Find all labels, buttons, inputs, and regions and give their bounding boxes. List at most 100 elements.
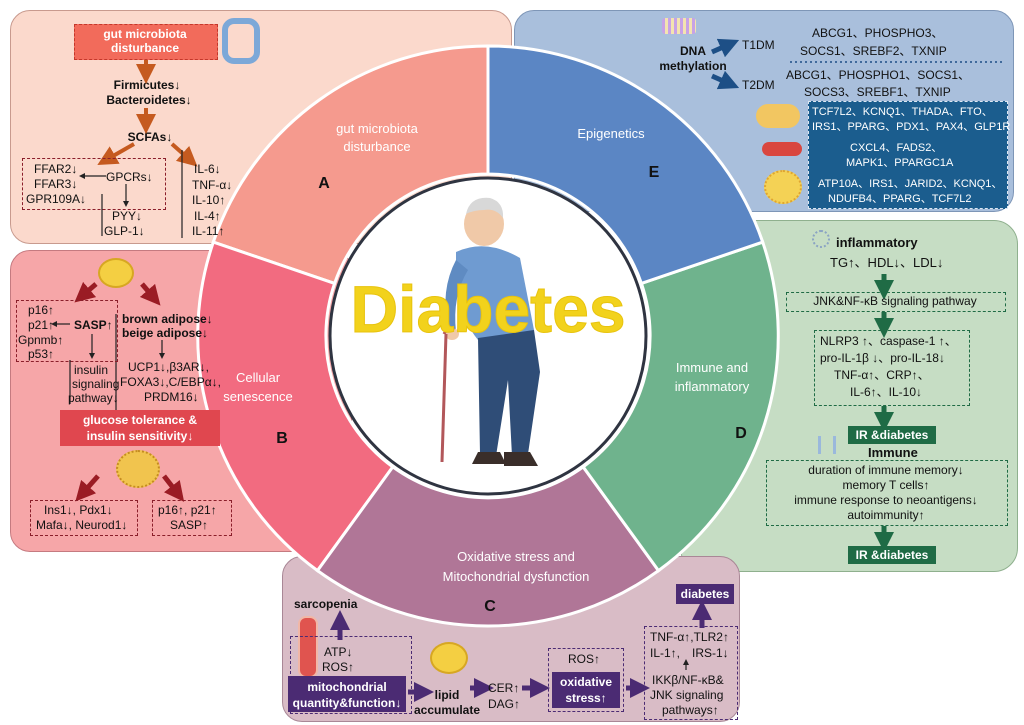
ros-box (548, 648, 624, 712)
sector-gut-label-2: disturbance (343, 139, 410, 154)
ros2-text: ROS↑ (568, 652, 601, 666)
letter-c: C (484, 598, 496, 615)
tissue-genes-box (808, 101, 1008, 209)
gpcrs-text: GPCRs↓ (106, 170, 153, 184)
t1dm-genes-1: ABCG1、PHOSPHO3、 (812, 26, 944, 40)
cytokine-box (814, 330, 970, 406)
sector-epigenetics[interactable] (486, 44, 765, 286)
gpnmb-text: Gpnmb↑ (18, 333, 64, 347)
il4-text: IL-4↑ (194, 209, 221, 223)
glucose-text-2: insulin sensitivity↓ (86, 429, 194, 443)
lipids-text: TG↑、HDL↓、LDL↓ (830, 255, 944, 270)
tnf-crp-text: TNF-α↑、CRP↑、 (834, 368, 930, 382)
sector-immune[interactable] (581, 240, 780, 573)
foxa3-text: FOXA3↓,C/EBPα↓, (120, 375, 221, 389)
sector-senescence-label-2: senescence (223, 389, 292, 404)
oxidative-stress-text-1: oxidative (559, 675, 613, 689)
inflammation-box (644, 626, 738, 720)
p53-text: p53↑ (28, 347, 55, 361)
brown-adipose-text: brown adipose↓ (122, 312, 213, 326)
adipocyte-icon (98, 258, 134, 288)
t1dm-text: T1DM (742, 38, 775, 52)
sector-immune-label-1: Immune and (676, 360, 748, 375)
diabetes-title: Diabetes (350, 272, 625, 346)
sector-oxidative[interactable] (315, 464, 661, 628)
diabetes-box (676, 584, 734, 604)
letter-a: A (318, 175, 330, 192)
sector-gut[interactable] (211, 44, 490, 286)
adipose-genes-2: NDUFB4、PPARG、TCF7L2 (828, 193, 972, 205)
sasp-text: SASP↑ (74, 318, 113, 332)
gut-header-label: gut microbiota disturbance (103, 27, 187, 55)
cer-text: CER↑ (488, 681, 520, 695)
memory-duration-text: duration of immune memory↓ (808, 463, 964, 477)
prdm16-text: PRDM16↓ (144, 390, 199, 404)
jnk-text-2: pathways↑ (662, 703, 719, 717)
autoimmunity-text: autoimmunity↑ (847, 508, 925, 522)
neoantigen-text: immune response to neoantigens↓ (794, 493, 978, 507)
p16-p21-text: p16↑, p21↑ (158, 503, 217, 517)
jnk-box (786, 292, 1006, 312)
jnk-text: JNK&NF-κB signaling pathway (813, 294, 977, 308)
immune-box (766, 460, 1008, 526)
t2dm-genes-2: SOCS3、SREBF1、TXNIP (804, 85, 951, 99)
immune-header: Immune (868, 445, 918, 460)
atp-box (290, 636, 412, 714)
elderly-man-icon (440, 197, 540, 466)
muscle-genes-1: CXCL4、FADS2、 (850, 142, 943, 154)
inflammatory-header: inflammatory (836, 235, 918, 250)
ir-diabetes-text-1: IR &diabetes (855, 428, 929, 442)
sector-oxidative-label-2: Mitochondrial dysfunction (443, 569, 590, 584)
dna-icon (662, 18, 696, 34)
il11-text: IL-11↑ (192, 224, 225, 238)
sector-senescence[interactable] (196, 240, 395, 573)
sarcopenia-text: sarcopenia (294, 597, 358, 611)
mito-box (288, 676, 406, 712)
pancreas-genes-2: IRS1、PPARG、PDX1、PAX4、GLP1R (812, 121, 1011, 133)
beige-adipose-text: beige adipose↓ (122, 326, 209, 340)
lipid-text-2: accumulate (414, 703, 481, 717)
insulin-path-2: signaling (72, 377, 120, 391)
pancreas-genes-1: TCF7L2、KCNQ1、THADA、FTO、 (812, 106, 993, 118)
pyy-text: PYY↓ (112, 209, 143, 223)
epigenetics-arrows (710, 38, 1002, 90)
ir-diabetes-box-2 (848, 546, 936, 564)
il10-text: IL-10↑ (192, 193, 226, 207)
proil-text: pro-IL-1β ↓、pro-IL-18↓ (820, 351, 945, 365)
dag-text: DAG↑ (488, 697, 521, 711)
sasp2-text: SASP↑ (170, 518, 209, 532)
muscle-genes-2: MAPK1、PPARGC1A (846, 157, 954, 169)
sector-epigenetics-label: Epigenetics (577, 126, 645, 141)
p16-p21-box (152, 500, 232, 536)
pancreas-icon (756, 104, 800, 128)
letter-d: D (735, 425, 747, 442)
il6-text: IL-6↓ (194, 162, 221, 176)
virus-icon (812, 230, 830, 248)
mito-text-1: mitochondrial (307, 680, 387, 694)
sasp-box (16, 300, 118, 362)
t1dm-genes-2: SOCS1、SREBF2、TXNIP (800, 44, 947, 58)
ikk-text: IKKβ/NF-κB& (652, 673, 724, 687)
bacteroidetes-text: Bacteroidetes↓ (106, 93, 192, 107)
lipid-text-1: lipid (434, 688, 460, 702)
insulin-path-1: insulin (74, 363, 109, 377)
il6-il10-text: IL-6↑、IL-10↓ (850, 385, 923, 399)
adipose-genes-1: ATP10A、IRS1、JARID2、KCNQ1、 (818, 178, 1003, 190)
dna-text-1: DNA (680, 44, 706, 58)
ins1-text: Ins1↓, Pdx1↓ (44, 503, 113, 517)
ucp1-text: UCP1↓,β3AR↓, (128, 360, 209, 374)
sector-oxidative-label-1: Oxidative stress and (457, 549, 575, 564)
p21-text: p21↑ (28, 318, 55, 332)
letter-e: E (649, 164, 660, 181)
atp-text: ATP↓ (324, 645, 353, 659)
memory-tcells-text: memory T cells↑ (842, 478, 930, 492)
firmicutes-text: Firmicutes↓ (113, 78, 181, 92)
oxidative-stress-box (552, 672, 620, 708)
sector-immune-label-2: inflammatory (675, 379, 750, 394)
gut-header-box (74, 24, 218, 60)
ir-diabetes-box-1 (848, 426, 936, 444)
letter-b: B (276, 430, 288, 447)
ffar3-text: FFAR3↓ (34, 177, 78, 191)
